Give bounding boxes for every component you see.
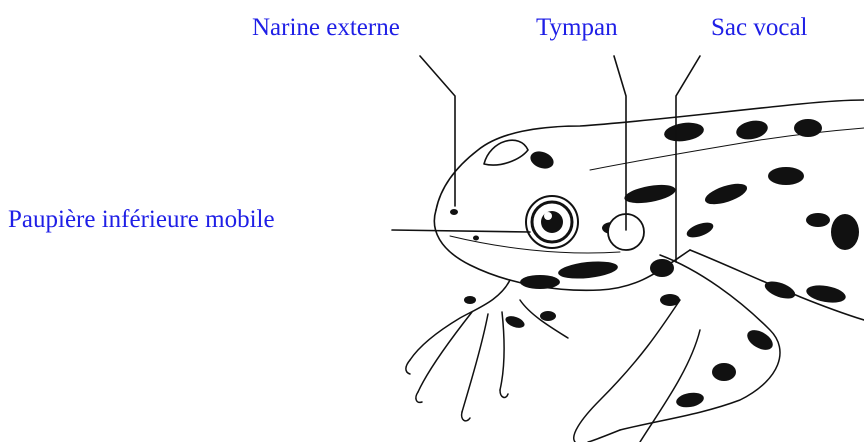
- leader-narine: [420, 56, 455, 206]
- label-narine-externe: Narine externe: [252, 14, 400, 42]
- frog-spots: [464, 118, 859, 409]
- label-paupiere-inferieure-mobile: Paupière inférieure mobile: [8, 206, 275, 234]
- frog-forelimb: [406, 280, 568, 421]
- frog-hindlimb: [574, 255, 780, 442]
- leader-paupiere: [392, 230, 530, 232]
- frog-eye: [526, 196, 578, 248]
- frog-nostrils: [450, 209, 479, 241]
- label-sac-vocal: Sac vocal: [711, 14, 807, 42]
- frog-back-line: [590, 128, 864, 170]
- frog-eye-bump: [484, 140, 528, 165]
- leader-tympan: [614, 56, 626, 230]
- label-tympan: Tympan: [536, 14, 618, 42]
